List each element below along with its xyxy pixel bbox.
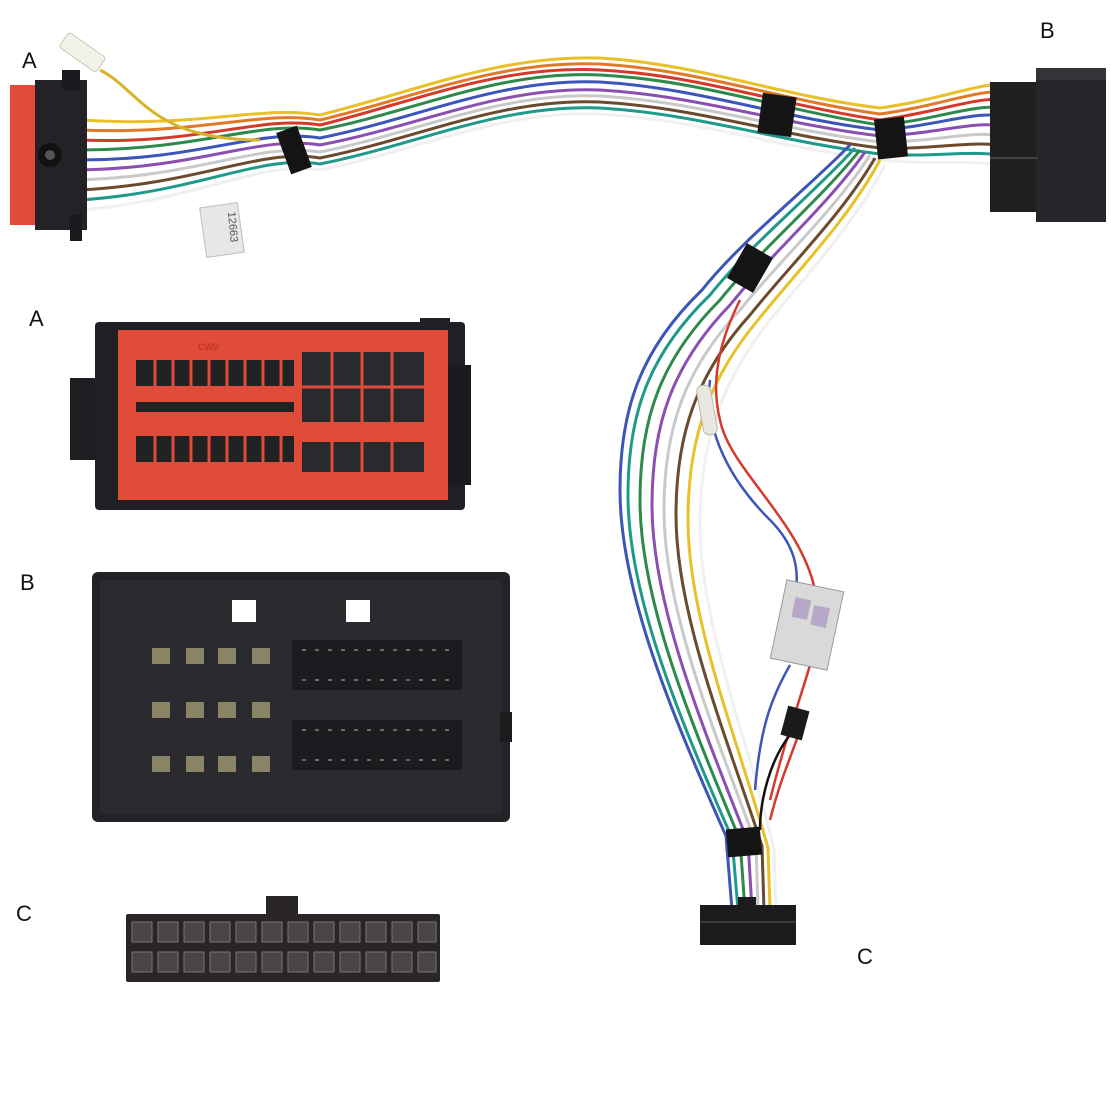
detail-label-a: A — [29, 306, 44, 331]
inline-fuse — [696, 384, 718, 436]
harness-label-a: A — [22, 48, 37, 73]
harness-connector-a — [10, 70, 87, 241]
harness-tape-wraps-down — [725, 243, 773, 858]
harness-wire-bundle-top — [79, 56, 1011, 212]
detail-connector-a-mark: CWB — [198, 342, 219, 352]
harness-connector-c — [700, 897, 796, 945]
detail-connector-b-large-terminals — [152, 648, 270, 772]
detail-connector-c — [126, 896, 440, 982]
small-white-connector — [769, 579, 845, 671]
harness-label-c: C — [857, 944, 873, 969]
harness-tape-wraps — [276, 92, 909, 175]
detail-connector-c-cavities — [131, 921, 437, 973]
harness-id-tag: 12663 — [199, 202, 245, 258]
inline-spade-connector — [59, 32, 106, 72]
harness-connector-b — [990, 68, 1106, 222]
detail-connector-b — [92, 572, 512, 822]
detail-connector-a-pins-upper — [136, 360, 294, 386]
harness-label-b: B — [1040, 18, 1055, 43]
detail-label-c: C — [16, 901, 32, 926]
harness-wire-bundle-down — [618, 143, 887, 911]
detail-connector-a: CWB — [70, 318, 471, 510]
detail-label-b: B — [20, 570, 35, 595]
small-black-connector — [780, 705, 810, 741]
detail-connector-a-pins-lower — [136, 436, 294, 462]
harness-id-tag-text: 12663 — [225, 211, 240, 243]
